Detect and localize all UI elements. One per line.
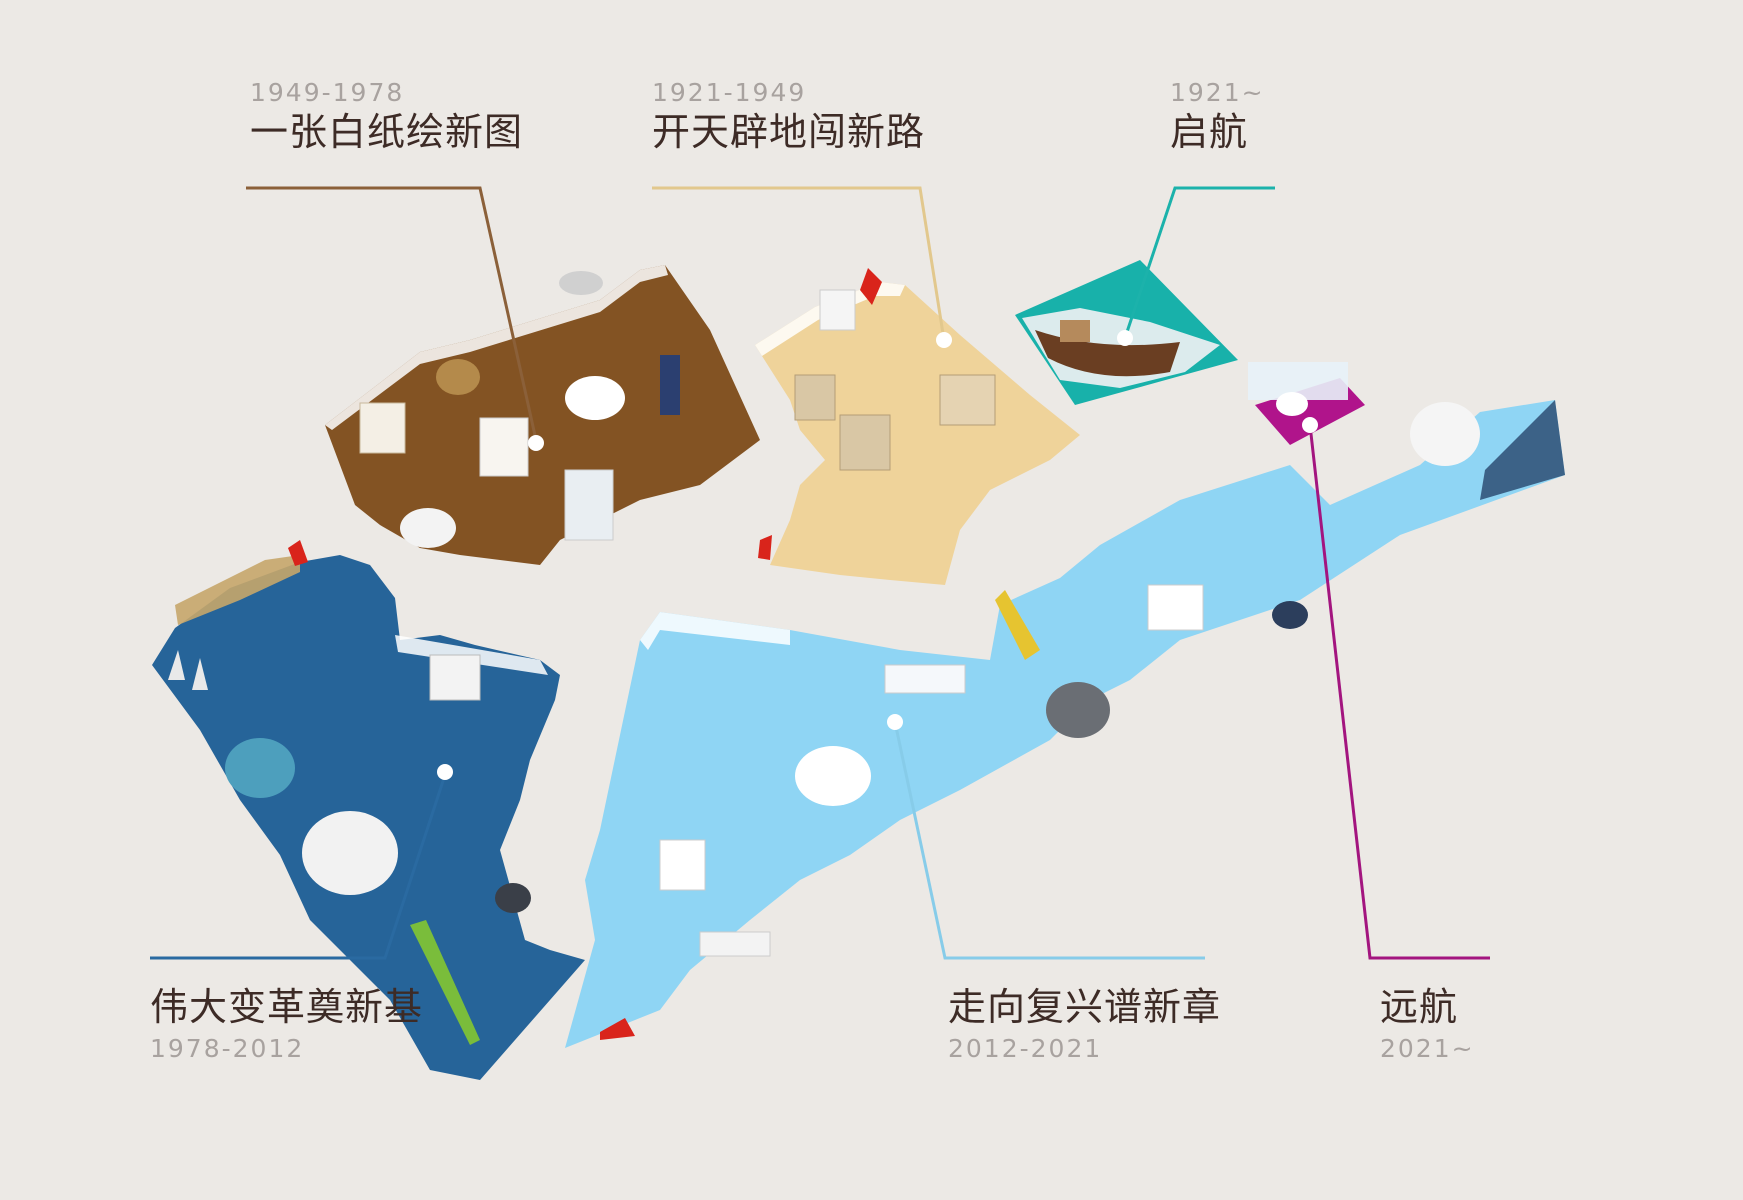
boat-cabin — [1060, 320, 1090, 342]
label-qihang: 1921~ 启航 — [1170, 78, 1265, 155]
marker-dot — [887, 714, 903, 730]
label-year: 1921-1949 — [652, 78, 807, 107]
marker-dot — [1117, 330, 1133, 346]
white-sculpture — [1276, 392, 1308, 416]
round-screen — [225, 738, 295, 798]
hall-2012-2021[interactable] — [565, 400, 1565, 1048]
marker-dot — [528, 435, 544, 451]
marker-dot — [936, 332, 952, 348]
well-model — [436, 359, 480, 395]
label-title: 启航 — [1170, 110, 1249, 154]
satellite-model — [495, 883, 531, 913]
display-case — [359, 402, 406, 454]
yellow-model — [995, 590, 1040, 660]
label-1978-2012: 伟大变革奠新基 1978-2012 — [150, 984, 423, 1063]
label-title: 开天辟地闯新路 — [652, 110, 926, 154]
bench — [699, 931, 771, 957]
white-dome-sculpture — [1410, 402, 1480, 466]
label-1949-1978: 1949-1978 一张白纸绘新图 — [250, 78, 523, 155]
label-year: 1978-2012 — [150, 1034, 305, 1063]
white-dome — [302, 811, 398, 895]
kiosk — [659, 839, 706, 891]
label-year: 2021~ — [1380, 1034, 1475, 1063]
round-stand — [400, 508, 456, 548]
label-2012-2021: 走向复兴谱新章 2012-2021 — [948, 984, 1221, 1063]
red-flag — [860, 268, 882, 305]
label-year: 1921~ — [1170, 78, 1265, 107]
rocket-model-2 — [192, 658, 208, 690]
book-display — [479, 417, 529, 477]
room-set-1 — [794, 374, 836, 421]
marker-dot — [1302, 417, 1318, 433]
globe-screen — [1272, 601, 1308, 629]
red-chair — [758, 535, 772, 560]
showcase — [1147, 584, 1204, 631]
office-room — [175, 555, 300, 625]
label-title: 一张白纸绘新图 — [250, 110, 524, 154]
glass-case — [564, 469, 614, 541]
label-1921-1949: 1921-1949 开天辟地闯新路 — [652, 78, 925, 155]
red-sculpture — [600, 1018, 635, 1040]
counter — [884, 664, 966, 694]
radar-dish — [559, 271, 603, 295]
label-year: 2012-2021 — [948, 1034, 1103, 1063]
room-set-3 — [839, 414, 891, 471]
train-model — [410, 920, 480, 1045]
hall-yuanhang[interactable] — [1248, 362, 1365, 445]
label-title: 伟大变革奠新基 — [150, 985, 424, 1029]
marker-dots — [437, 330, 1318, 780]
rocket-model — [168, 650, 185, 680]
starry-wall — [1480, 400, 1565, 500]
exhibit-case — [819, 289, 856, 331]
leader-lines — [150, 186, 1490, 960]
marker-dot — [437, 764, 453, 780]
display-stand — [429, 654, 481, 701]
label-title: 走向复兴谱新章 — [948, 985, 1222, 1029]
round-pavilion — [1046, 682, 1110, 738]
blue-panel — [660, 355, 680, 415]
hall-1921-1949[interactable] — [755, 268, 1080, 585]
room-set-2 — [939, 374, 996, 426]
hall-1949-1978[interactable] — [325, 265, 760, 565]
hall-1978-2012[interactable] — [152, 540, 585, 1080]
label-year: 1949-1978 — [250, 78, 405, 107]
label-yuanhang: 远航 2021~ — [1380, 984, 1475, 1063]
ring-display — [795, 746, 871, 806]
party-flag — [288, 540, 308, 566]
label-title: 远航 — [1380, 985, 1459, 1029]
round-display — [565, 376, 625, 420]
